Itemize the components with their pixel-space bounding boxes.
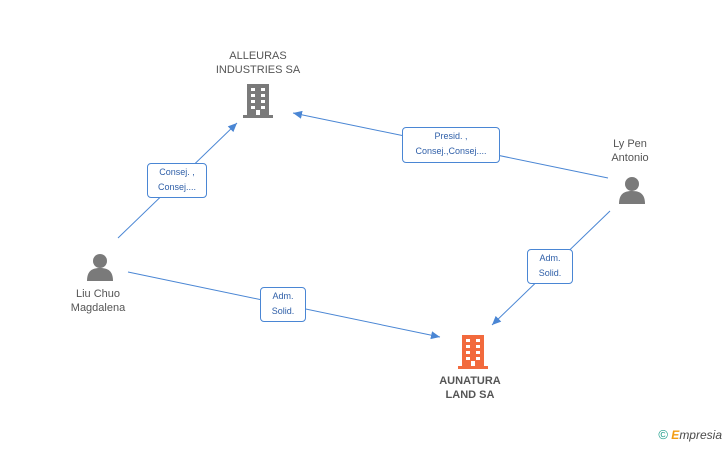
edge-label-line: Solid. <box>538 268 562 278</box>
node-label-line: Ly Pen <box>613 138 647 150</box>
person-icon[interactable] <box>619 177 645 204</box>
node-label-liu-chuo[interactable]: Liu Chuo Magdalena <box>58 287 138 315</box>
node-label-line: INDUSTRIES SA <box>215 64 301 76</box>
edge-label-line: Adm. <box>539 253 561 263</box>
edge-label-liuchuo-alleuras[interactable]: Consej. , Consej.... <box>147 163 207 198</box>
edge-label-line: Consej. , <box>159 167 195 177</box>
brand-logo-text: mpresia <box>679 428 722 442</box>
node-label-line: Antonio <box>611 152 649 164</box>
node-label-line: AUNATURA <box>439 375 501 387</box>
edge-label-lypen-aunatura[interactable]: Adm. Solid. <box>527 249 573 284</box>
main-building-icon[interactable] <box>458 335 488 369</box>
edge-label-line: Consej.,Consej.... <box>415 146 487 156</box>
node-label-line: ALLEURAS <box>229 50 287 62</box>
edge-label-lypen-alleuras[interactable]: Presid. , Consej.,Consej.... <box>402 127 500 163</box>
person-icon[interactable] <box>87 254 113 281</box>
edge-label-line: Consej.... <box>157 182 197 192</box>
node-label-line: Magdalena <box>70 302 126 314</box>
node-label-line: LAND SA <box>445 389 495 401</box>
node-label-aunatura[interactable]: AUNATURA LAND SA <box>410 374 530 402</box>
node-label-ly-pen[interactable]: Ly Pen Antonio <box>590 137 670 165</box>
edge-label-line: Solid. <box>271 306 295 316</box>
edge-label-liuchuo-aunatura[interactable]: Adm. Solid. <box>260 287 306 322</box>
edge-label-line: Presid. , <box>434 131 468 141</box>
brand-logo-initial: E <box>671 428 680 442</box>
node-label-alleuras[interactable]: ALLEURAS INDUSTRIES SA <box>198 49 318 77</box>
copyright-icon: © <box>658 427 668 442</box>
empresia-watermark[interactable]: © Empresia <box>658 427 722 442</box>
node-label-line: Liu Chuo <box>75 288 121 300</box>
edge-label-line: Adm. <box>272 291 294 301</box>
building-icon[interactable] <box>243 84 273 118</box>
